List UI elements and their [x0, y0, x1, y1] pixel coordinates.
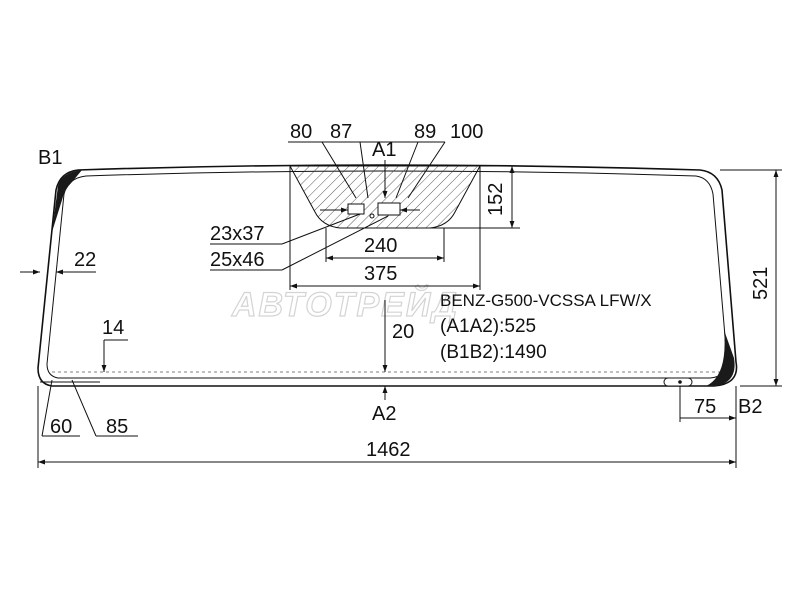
dim-152-label: 152 — [485, 183, 507, 216]
dim-20-label: 20 — [392, 321, 414, 343]
point-a2-label: A2 — [372, 403, 396, 425]
sensor-large-rect — [377, 202, 401, 216]
point-a1-label: A1 — [372, 139, 396, 161]
dim-22-label: 22 — [74, 249, 96, 271]
dim-521-label: 521 — [750, 267, 772, 300]
dim-89-label: 89 — [414, 121, 436, 143]
dim-75-label: 75 — [694, 396, 716, 418]
dim-240-label: 240 — [364, 235, 397, 257]
corner-ceramic-b2 — [706, 330, 735, 386]
dim-375-label: 375 — [364, 263, 397, 285]
dim-14-label: 14 — [102, 317, 124, 339]
glass-outline — [37, 164, 738, 387]
sensor-small-size-label: 23x37 — [210, 223, 265, 245]
dim-80-label: 80 — [290, 121, 312, 143]
dim-85-label: 85 — [106, 416, 128, 438]
bottom-clip — [663, 377, 693, 387]
point-b2-label: B2 — [738, 396, 762, 418]
dim-1462-label: 1462 — [366, 439, 411, 461]
point-b1-label: B1 — [38, 147, 62, 169]
part-code-label: BENZ-G500-VCSSA LFW/X — [440, 291, 652, 310]
dim-100-label: 100 — [450, 121, 483, 143]
spec-b1b2-label: (B1B2):1490 — [440, 342, 547, 363]
dim-87-label: 87 — [330, 121, 352, 143]
sensor-dot — [369, 213, 375, 219]
corner-ceramic-b1 — [52, 170, 82, 232]
sensor-large-size-label: 25x46 — [210, 249, 265, 271]
dim-60-label: 60 — [50, 416, 72, 438]
sensor-small-rect — [347, 203, 365, 215]
watermark-text: АВТОТРЕЙД — [231, 285, 459, 324]
spec-a1a2-label: (A1A2):525 — [440, 316, 536, 337]
